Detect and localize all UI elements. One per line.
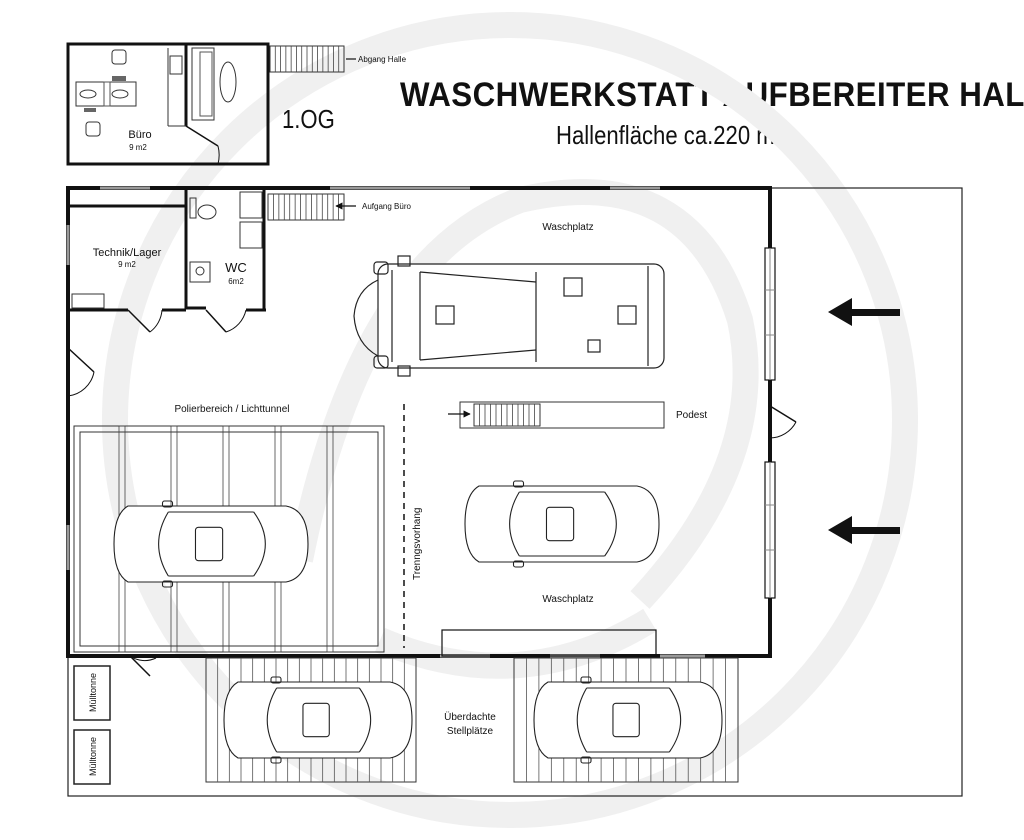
stellplaetze-line1: Überdachte (444, 711, 496, 723)
hall-gate (764, 247, 776, 599)
bin-label-2: Mülltonne (88, 737, 98, 776)
car-icon (223, 676, 413, 764)
wc-name: WC (225, 260, 247, 275)
polier-label: Polierbereich / Lichttunnel (174, 404, 289, 415)
car-icon (464, 480, 660, 568)
technik-name: Technik/Lager (93, 247, 162, 259)
waste-bin: Mülltonne (73, 729, 111, 785)
office-area: 9 m2 (129, 143, 147, 152)
car-icon (533, 676, 723, 764)
entrance-arrow-icon (828, 298, 900, 544)
podest-label: Podest (676, 410, 707, 421)
stellplaetze-line2: Stellplätze (447, 726, 494, 737)
stairs-upper (269, 45, 345, 73)
chair-icon (85, 49, 127, 137)
page-subtitle: Hallenfläche ca.220 m² (556, 120, 783, 150)
technik-area: 9 m2 (118, 260, 136, 269)
wc-area: 6m2 (228, 277, 244, 286)
trennvorhang-label: Trenngsvorhang (412, 508, 423, 580)
watermark (102, 12, 918, 828)
upper-floor: Büro 9 m2 Abgang Halle (66, 42, 407, 166)
car-icon (113, 500, 309, 588)
stairs-ground (267, 193, 345, 221)
office-name: Büro (128, 129, 151, 141)
waschplatz-bottom-label: Waschplatz (542, 594, 593, 605)
abgang-label: Abgang Halle (358, 55, 407, 64)
waste-bin: Mülltonne (73, 665, 111, 721)
van-icon (353, 255, 665, 377)
carport-right (513, 657, 739, 783)
podest (459, 401, 665, 429)
bin-label-1: Mülltonne (88, 673, 98, 712)
waschplatz-top-label: Waschplatz (542, 222, 593, 233)
upper-floor-label: 1.OG (282, 104, 335, 134)
aufgang-label: Aufgang Büro (362, 202, 411, 211)
